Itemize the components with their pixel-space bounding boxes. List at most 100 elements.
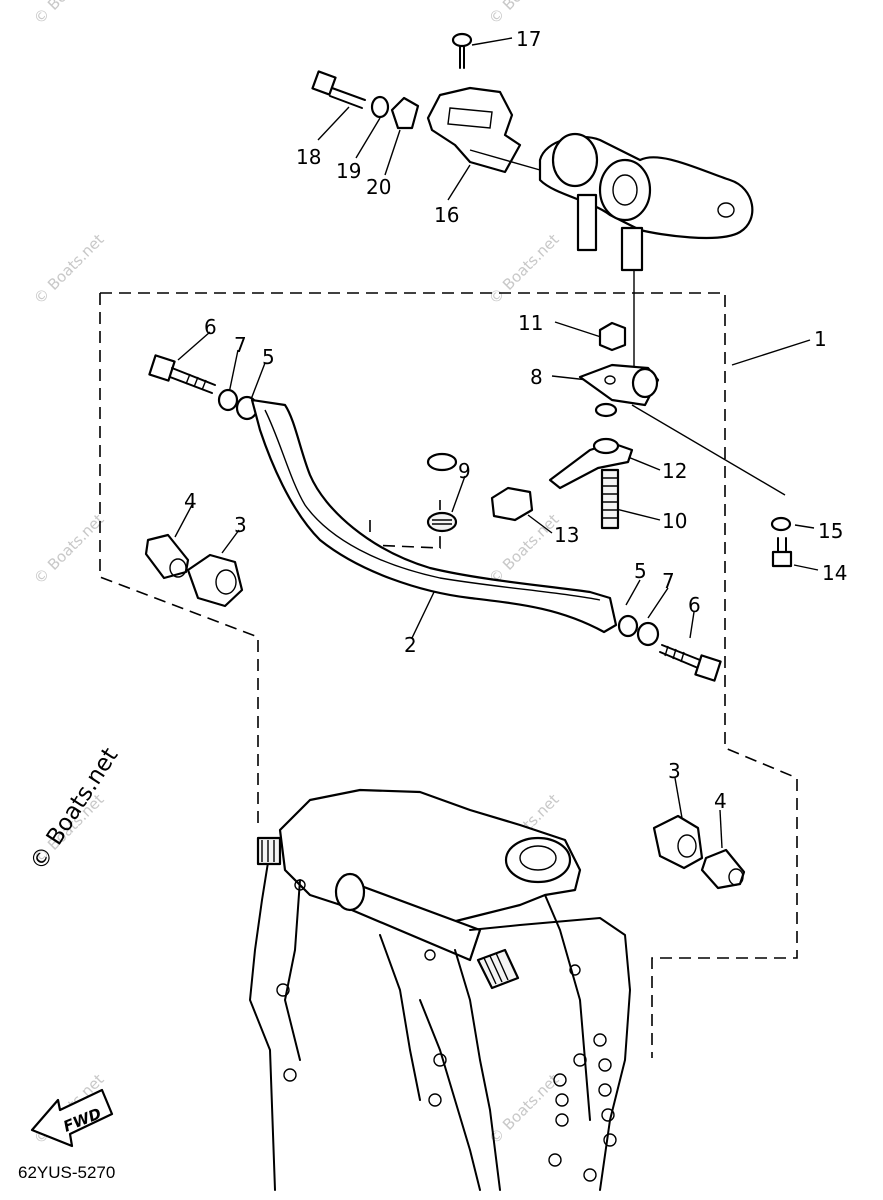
watermark-small: © Boats.net [30,0,108,28]
bolt-6-right [659,644,722,682]
hole-icon [573,1053,587,1067]
callout-9: 9 [458,459,471,483]
hole-icon [569,964,581,976]
watermark-small: © Boats.net [30,510,108,588]
screw-17 [451,32,473,69]
sleeve-4-left-end [169,558,187,578]
steering-arm-pin [576,193,598,252]
hole-icon [424,949,436,961]
hole-icon [553,1073,567,1087]
hole-icon [294,879,306,891]
left-mount-hardware [144,533,244,608]
callout-17: 17 [516,27,541,51]
hole-icon [433,1053,447,1067]
bracket-rib [544,894,591,1121]
hole-icon [603,1133,617,1147]
grommet-9 [426,452,458,533]
hole-icon [598,1058,612,1072]
left-bolt-group [148,354,259,421]
steering-arm-hole [612,174,638,206]
callout-11: 11 [518,311,543,335]
nut-3-left [186,553,244,608]
sleeve-4-right-end [728,868,744,886]
watermark-small: © Boats.net [485,0,563,28]
callout-15: 15 [818,519,843,543]
pivot-hole [519,845,557,871]
right-mount-hardware [652,814,746,890]
callout-5b: 5 [634,559,647,583]
bolt-14 [771,537,793,568]
bracket-rib-2 [379,934,421,1101]
steering-arm-boss-left [551,132,599,188]
washer-19 [370,95,390,119]
callout-19: 19 [336,159,361,183]
washer-7-right [636,621,660,647]
hole-icon [583,1168,597,1182]
washer-15 [770,516,792,532]
callout-4b: 4 [714,789,727,813]
callout-10: 10 [662,509,687,533]
washer-7-left [217,388,239,412]
arm-2-edge [264,409,601,601]
washer-5-right [617,614,639,638]
hole-icon [593,1033,607,1047]
nut-11 [598,321,627,352]
watermark-small: © Boats.net [30,230,108,308]
hole-icon [598,1083,612,1097]
watermark-main: © Boats.net [25,743,123,875]
watermark-small: © Boats.net [485,510,563,588]
swivel-bracket-left-side [249,849,276,1191]
bracket-16-rod [469,149,541,171]
steering-arm-boss [598,158,652,222]
washer-small [594,402,618,418]
callout-1: 1 [814,327,827,351]
hole-icon [283,1068,297,1082]
plate-8-hole [604,375,616,385]
callout-13: 13 [554,523,579,547]
callout-5a: 5 [262,345,275,369]
stud-10 [600,468,620,530]
steering-bracket-assembly [311,32,754,272]
callout-6b: 6 [688,593,701,617]
hole-icon [601,1108,615,1122]
plate-8-boss [631,367,659,399]
pivot-boss [504,836,572,884]
swivel-bracket [249,788,631,1191]
callout-6a: 6 [204,315,217,339]
callout-7a: 7 [234,333,247,357]
bracket-16-slot [447,107,493,129]
hole-icon [548,1153,562,1167]
callout-14: 14 [822,561,847,585]
tube-end-left [334,872,366,912]
steering-arm-pin-lower [620,226,644,272]
diagram-code: 62YUS-5270 [18,1163,115,1182]
watermark-small: © Boats.net [485,1070,563,1148]
callout-12: 12 [662,459,687,483]
bolt-hole-icon [717,202,735,218]
callout-8: 8 [530,365,543,389]
collar-20 [390,96,420,130]
callout-3b: 3 [668,759,681,783]
swivel-bracket-lower [419,999,481,1191]
hole-icon [276,983,290,997]
lever-12 [548,441,634,490]
bracket-16 [426,86,522,174]
swivel-bracket-inner [284,879,301,1061]
callout-20: 20 [366,175,391,199]
steering-plate-group [490,321,793,568]
callout-labels: 17 18 19 20 16 11 1 8 6 7 5 12 9 4 10 15… [184,27,847,813]
hole-icon [428,1093,442,1107]
bolt-18 [311,70,366,109]
swivel-bracket-right-side [469,917,631,1191]
stud-right [476,948,520,990]
nut-3-left-hole [215,569,237,595]
callout-7b: 7 [662,569,675,593]
hole-icon [555,1093,569,1107]
lever-12-boss [592,437,620,455]
arm-2 [250,398,618,634]
hole-icon [555,1113,569,1127]
callout-2: 2 [404,633,417,657]
swivel-bracket-front [454,949,501,1191]
sleeve-4-left [144,533,190,580]
